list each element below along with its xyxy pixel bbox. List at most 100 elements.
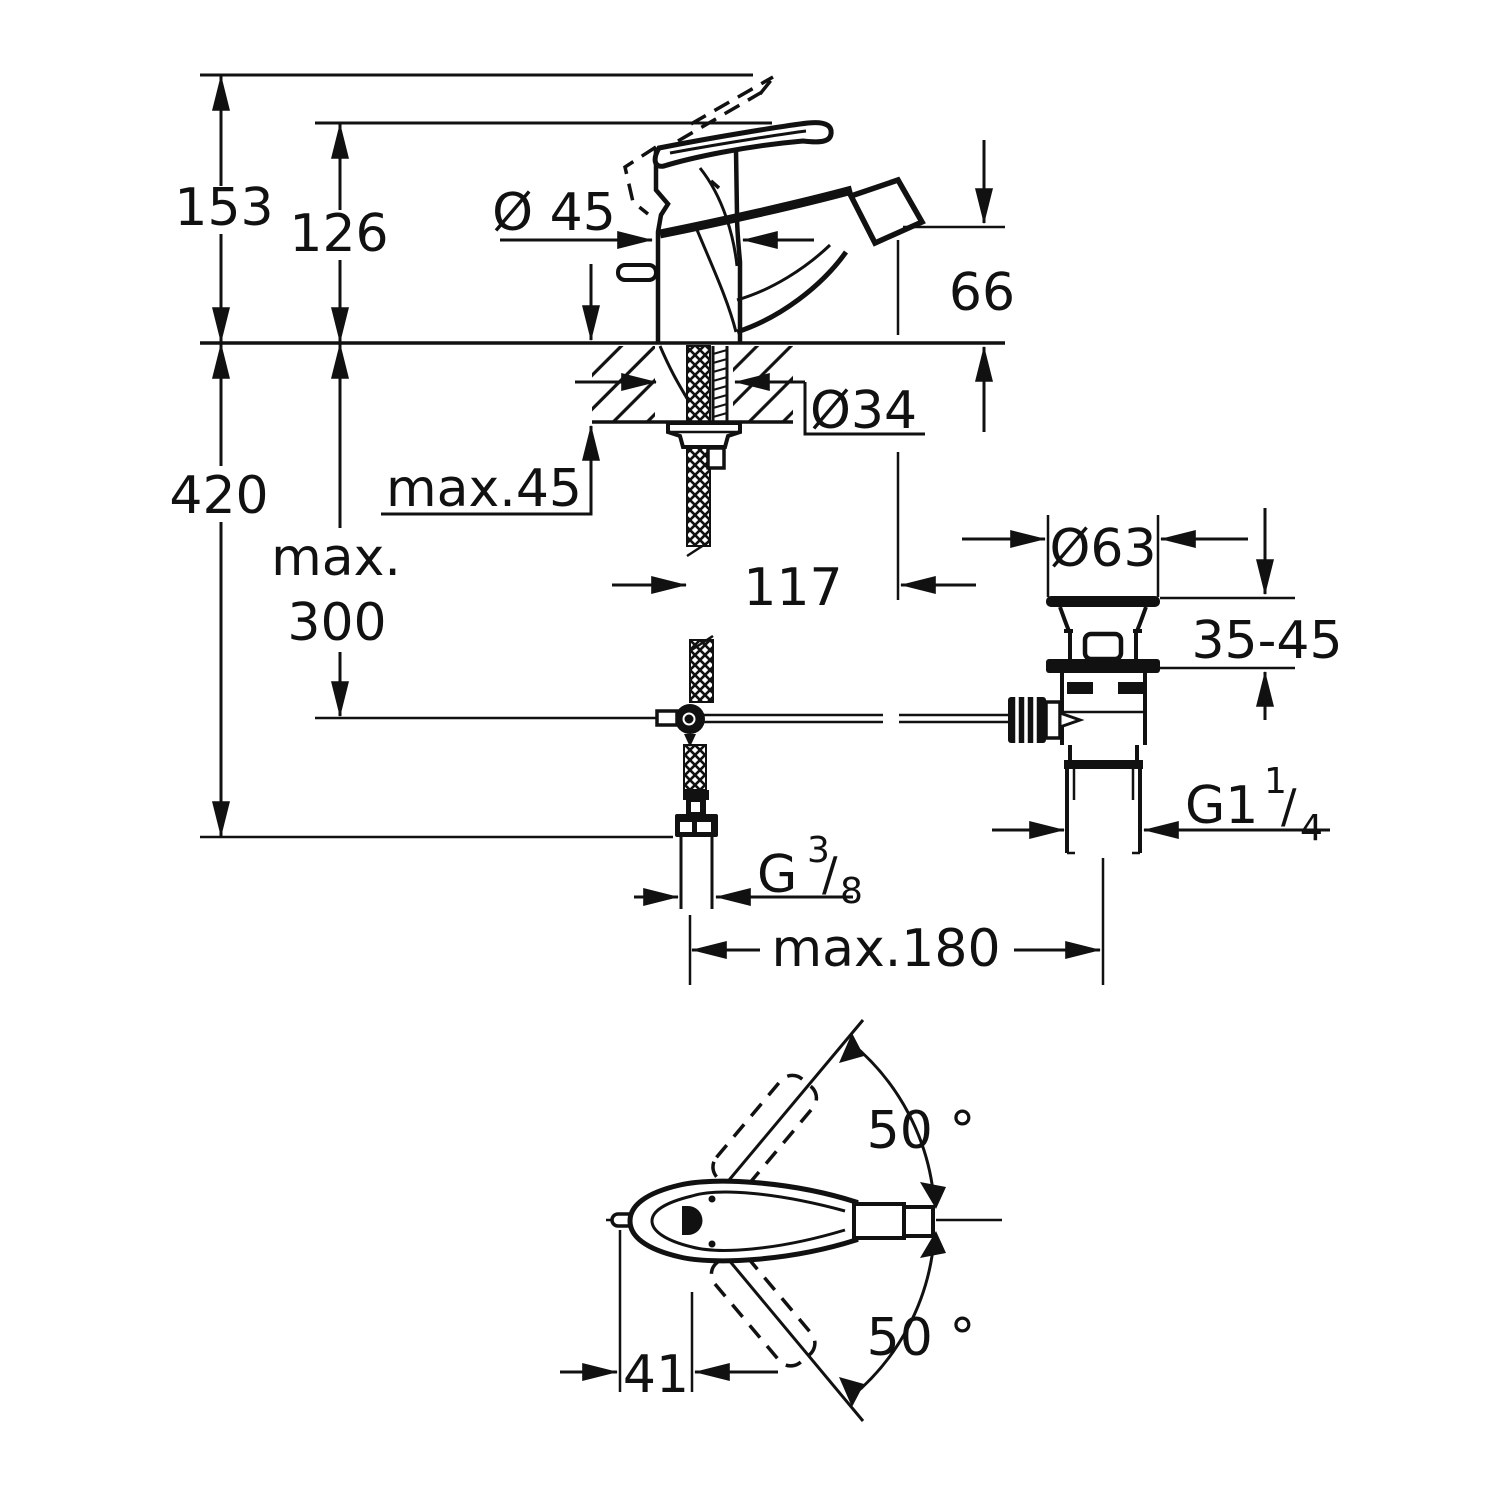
dim-supply-thread-slash: / xyxy=(822,847,838,901)
handle-top-view: 50 ° 50 ° 41 xyxy=(560,1019,1002,1422)
side-view: 153 126 420 max. 300 Ø 45 max.45 xyxy=(169,73,1343,985)
handle-stem xyxy=(852,1202,906,1240)
dim-waste-thread-slash: / xyxy=(1281,779,1297,833)
dim-supply-thread-denominator: 8 xyxy=(840,871,863,912)
waste-neck xyxy=(1058,606,1148,659)
dim-swivel-lower-label: 50 ° xyxy=(867,1308,976,1368)
hose-break-cut-top xyxy=(686,539,711,558)
body-side-pin xyxy=(616,263,658,282)
rod-end-cap xyxy=(655,709,679,727)
ball-joint-detail xyxy=(682,712,696,726)
dim-o34-leader xyxy=(803,382,925,436)
dim-hose-max-label-1: max. xyxy=(271,528,401,588)
dim-deck-thickness-label: max.45 xyxy=(386,459,582,519)
handle-dot-top xyxy=(708,1195,716,1203)
dim-swivel-upper-label: 50 ° xyxy=(867,1101,976,1161)
lever-solid xyxy=(652,120,834,169)
rod-knob-plate xyxy=(1044,700,1062,740)
connector-nut-window-1 xyxy=(680,822,692,832)
waste-tailpipe-detail xyxy=(1067,769,1140,855)
dim-max45-leader xyxy=(381,462,593,516)
handle-hole xyxy=(682,1206,703,1235)
dimension-handle-offset: 41 xyxy=(560,1230,778,1405)
spout-bottom-edge xyxy=(736,250,849,335)
shank-and-hose xyxy=(658,345,742,558)
dim-hose-max-label-2: 300 xyxy=(287,593,386,653)
swivel-arc-upper xyxy=(849,1040,936,1201)
dimension-hole-diameter: Ø34 xyxy=(575,373,925,441)
swivel-arc-lower xyxy=(849,1239,936,1400)
body-left-edge xyxy=(653,148,671,343)
hose-braid-middle xyxy=(689,639,714,703)
connector-slot xyxy=(691,802,700,812)
dim-supply-thread-base: G xyxy=(757,845,797,905)
pop-up-waste xyxy=(1008,515,1160,985)
dimension-spout-height: 66 xyxy=(896,140,1015,432)
rod-cone xyxy=(1058,710,1085,730)
mounting-nut xyxy=(666,421,742,449)
hose-braid-end xyxy=(683,744,707,791)
lever-inner-line xyxy=(669,129,807,155)
dim-waste-thread-base: G1 xyxy=(1185,776,1258,836)
dim-waste-clamp-label: 35-45 xyxy=(1191,611,1342,671)
dim-spout-reach-label: 117 xyxy=(743,558,842,618)
handle-inner-line xyxy=(650,1190,846,1252)
waste-body-walls xyxy=(1060,673,1147,745)
waste-tailpipe xyxy=(1065,769,1142,853)
faucet-side xyxy=(616,75,926,343)
waste-flange xyxy=(1046,659,1160,673)
supply-thread-pipe xyxy=(679,837,714,909)
dim-waste-diameter-label: Ø63 xyxy=(1049,519,1156,579)
dim-total-height-label: 153 xyxy=(174,178,273,238)
dim-overall-depth-label: 420 xyxy=(169,466,268,526)
spout-top-blade xyxy=(659,185,854,239)
connector-collar xyxy=(683,790,709,800)
swivel-arc-lower-arrow-2 xyxy=(920,1231,946,1258)
hose-lower-and-rod xyxy=(200,634,1012,985)
dim-supply-thread-numerator: 3 xyxy=(807,830,830,871)
dim-rod-reach-label: max.180 xyxy=(771,919,1000,979)
dimension-waste-diameter: Ø63 xyxy=(962,519,1248,579)
shank-threads xyxy=(712,349,728,418)
ball-joint-neck xyxy=(684,734,696,747)
dim-body-diameter-label: Ø 45 xyxy=(492,183,616,243)
waste-lower-walls xyxy=(1068,745,1139,760)
dimension-spout-reach: 117 xyxy=(612,452,976,618)
dimension-supply-thread: G 3 / 8 xyxy=(634,830,863,912)
handle-dot-bottom xyxy=(708,1240,716,1248)
body-right-edge xyxy=(730,133,743,343)
waste-slot-right xyxy=(1118,682,1144,694)
dimension-waste-thread: G1 1 / 4 xyxy=(992,761,1330,849)
waste-slot-left xyxy=(1067,682,1093,694)
dimension-waste-clamp-range: 35-45 xyxy=(1160,508,1343,720)
dimension-deck-thickness: max.45 xyxy=(381,264,600,519)
spout-nozzle xyxy=(847,176,926,247)
dim-waste-thread-numerator: 1 xyxy=(1264,761,1287,802)
pull-rod xyxy=(704,713,1012,724)
swivel-arc-upper-arrow-1 xyxy=(839,1033,864,1063)
rod-knob-knurl xyxy=(1015,697,1037,743)
spout-inner-line xyxy=(736,243,832,302)
hose-bend-line xyxy=(658,345,690,401)
dimensions-left: 153 126 420 max. 300 xyxy=(169,74,401,838)
handle-dashed-lower xyxy=(709,1249,817,1368)
waste-button xyxy=(1082,631,1124,662)
dim-handle-offset-label: 41 xyxy=(623,1345,689,1405)
hose-clip xyxy=(706,446,726,470)
dim-spout-height-label: 66 xyxy=(949,263,1015,323)
waste-lower-flange xyxy=(1064,760,1143,769)
dimension-rod-reach: max.180 xyxy=(690,919,1102,979)
swivel-arc-upper-arrow-2 xyxy=(920,1182,946,1209)
hose-break-cut-bottom xyxy=(689,634,714,653)
dim-hole-diameter-label: Ø34 xyxy=(810,381,917,441)
handle-stem-tip xyxy=(902,1205,935,1238)
rod-ball-joint xyxy=(675,704,705,734)
swivel-arc-lower-arrow-1 xyxy=(839,1377,864,1407)
dim-handle-height-label: 126 xyxy=(289,204,388,264)
waste-cap xyxy=(1046,596,1160,607)
dim-waste-thread-denominator: 4 xyxy=(1300,808,1323,849)
dimension-body-diameter: Ø 45 xyxy=(492,183,814,249)
connector-nut-window-2 xyxy=(697,822,711,832)
